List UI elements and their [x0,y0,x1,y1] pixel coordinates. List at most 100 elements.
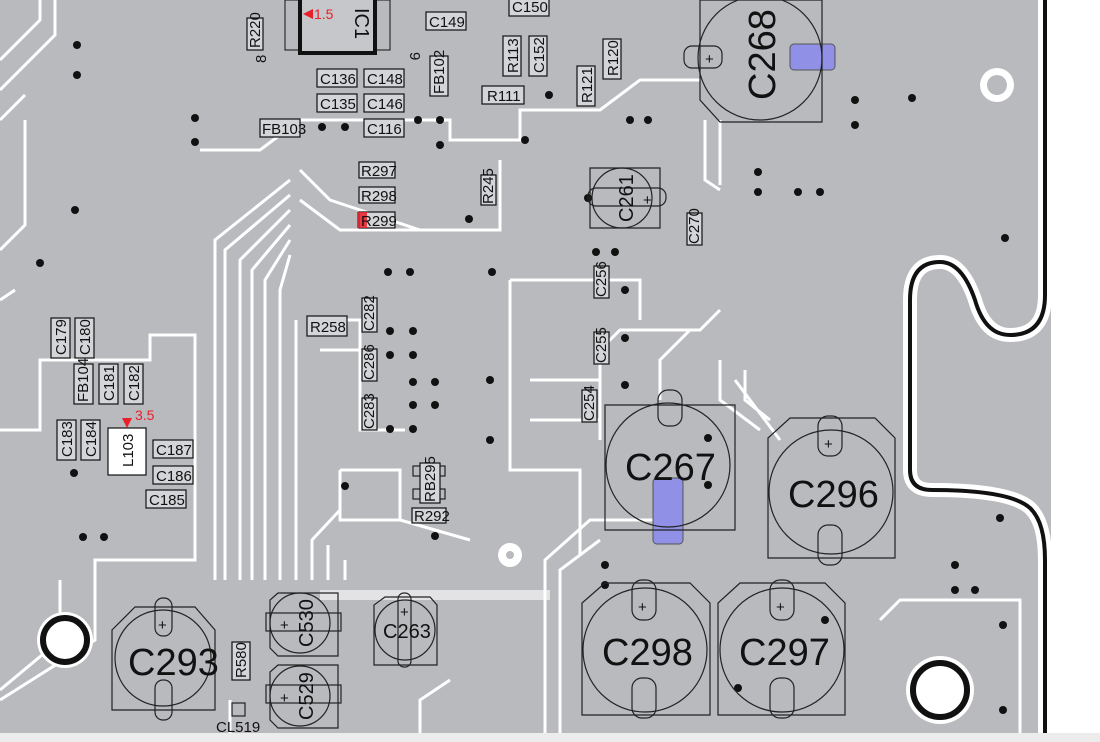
part-L103[interactable]: L103 [107,427,147,476]
path-shape [0,333,197,702]
part-R292[interactable]: R292 [411,507,450,525]
label-r258: R258 [310,319,346,336]
part-R299[interactable]: R299 [357,211,397,230]
rect-shape [358,161,396,179]
part-C116[interactable]: C116 [363,118,405,138]
plus-icon: + [705,51,714,68]
part-C187[interactable]: C187 [152,439,194,459]
circle-shape [409,327,417,335]
part-RB295[interactable]: RB295 [412,456,446,504]
plus-icon: + [776,599,785,616]
cap-C298[interactable]: + C298 [581,579,711,719]
circle-shape [999,621,1007,629]
circle-shape [465,215,473,223]
label-c186: C186 [156,468,192,485]
ic1[interactable]: IC1 1.5 8 9 [253,0,423,63]
label-c149: C149 [429,14,465,31]
rect-shape [397,592,412,668]
part-C181[interactable]: C181 [98,363,119,405]
part-C270[interactable]: C270 [686,208,703,246]
part-C283[interactable]: C283 [361,393,378,431]
path-shape [878,598,1022,742]
circle-shape [605,402,731,528]
rect-shape [817,415,843,457]
label-c136: C136 [320,71,356,88]
part-C182[interactable]: C182 [123,363,144,405]
plus-icon: + [643,192,652,209]
part-C148[interactable]: C148 [363,68,405,88]
circle-shape [734,684,742,692]
part-R580[interactable]: R580 [231,641,251,681]
label-c529: C529 [296,672,318,720]
rect-shape [683,45,723,69]
part-R245[interactable]: R245 [480,168,497,206]
cap-C267[interactable]: C267 [604,389,736,531]
part-FB102[interactable]: FB102 [429,50,449,97]
label-c254: C254 [581,385,598,421]
label-c150: C150 [512,0,548,16]
label-c152: C152 [531,37,548,73]
circle-shape [908,94,916,102]
cap-C296[interactable]: + C296 [767,415,896,566]
part-C146[interactable]: C146 [363,93,405,113]
rect-shape [363,118,405,138]
cap-C268[interactable]: + C268 [683,0,823,123]
label-rb295: RB295 [422,456,439,502]
label-r113: R113 [505,38,522,73]
circle-shape [754,188,762,196]
part-C183[interactable]: C183 [56,419,77,461]
label-c187: C187 [156,442,192,459]
rect-shape [358,186,396,204]
circle-shape [488,268,496,276]
part-R297[interactable]: R297 [358,161,397,180]
label-c268: C268 [742,9,784,100]
part-C255[interactable]: C255 [593,327,610,365]
cap-C293[interactable]: + C293 [111,597,219,721]
circle-shape [79,533,87,541]
circle-shape [951,586,959,594]
circle-shape [191,114,199,122]
part-R111[interactable]: R111 [481,85,525,105]
path-shape [294,320,347,580]
part-C184[interactable]: C184 [80,419,101,461]
part-C286[interactable]: C286 [361,344,378,382]
highlight-pad-c268 [789,43,836,71]
label-r120: R120 [605,40,622,76]
part-C185[interactable]: C185 [145,489,187,509]
part-C135[interactable]: C135 [316,93,358,113]
part-R120[interactable]: R120 [602,38,622,80]
rect-shape [98,363,119,405]
part-C149[interactable]: C149 [425,11,467,31]
circle-shape [1001,234,1009,242]
plus-icon: + [158,617,167,634]
cap-C261[interactable]: + C261 [587,167,667,229]
rect-shape [481,85,525,105]
ic1-voltage: 1.5 [314,6,334,22]
path-shape [767,417,896,559]
cap-C297[interactable]: + C297 [717,579,846,719]
part-FB103[interactable]: FB103 [259,118,306,138]
part-R220[interactable]: R220 [246,12,264,51]
cap-C530[interactable]: + C530 [265,592,342,657]
part-R258[interactable]: R258 [306,315,348,337]
cap-C529[interactable]: + C529 [265,664,342,729]
label-c263: C263 [383,621,431,643]
rect-shape [306,315,348,337]
part-R298[interactable]: R298 [358,186,397,205]
part-FB104[interactable]: FB104 [73,358,94,405]
part-C180[interactable]: C180 [74,317,95,359]
part-C186[interactable]: C186 [152,465,194,485]
part-C150[interactable]: C150 [508,0,550,17]
part-R113[interactable]: R113 [502,35,522,77]
rect-shape [361,348,378,382]
part-CL519[interactable]: CL519 [216,702,260,736]
part-C152[interactable]: C152 [528,35,548,77]
cap-C263[interactable]: + C263 [373,592,438,668]
part-C254[interactable]: C254 [581,385,598,423]
part-C136[interactable]: C136 [316,68,358,88]
part-C256[interactable]: C256 [593,261,610,299]
part-R121[interactable]: R121 [576,65,596,107]
part-C282[interactable]: C282 [361,295,378,333]
part-C179[interactable]: C179 [50,317,71,359]
rect-shape [316,68,358,88]
